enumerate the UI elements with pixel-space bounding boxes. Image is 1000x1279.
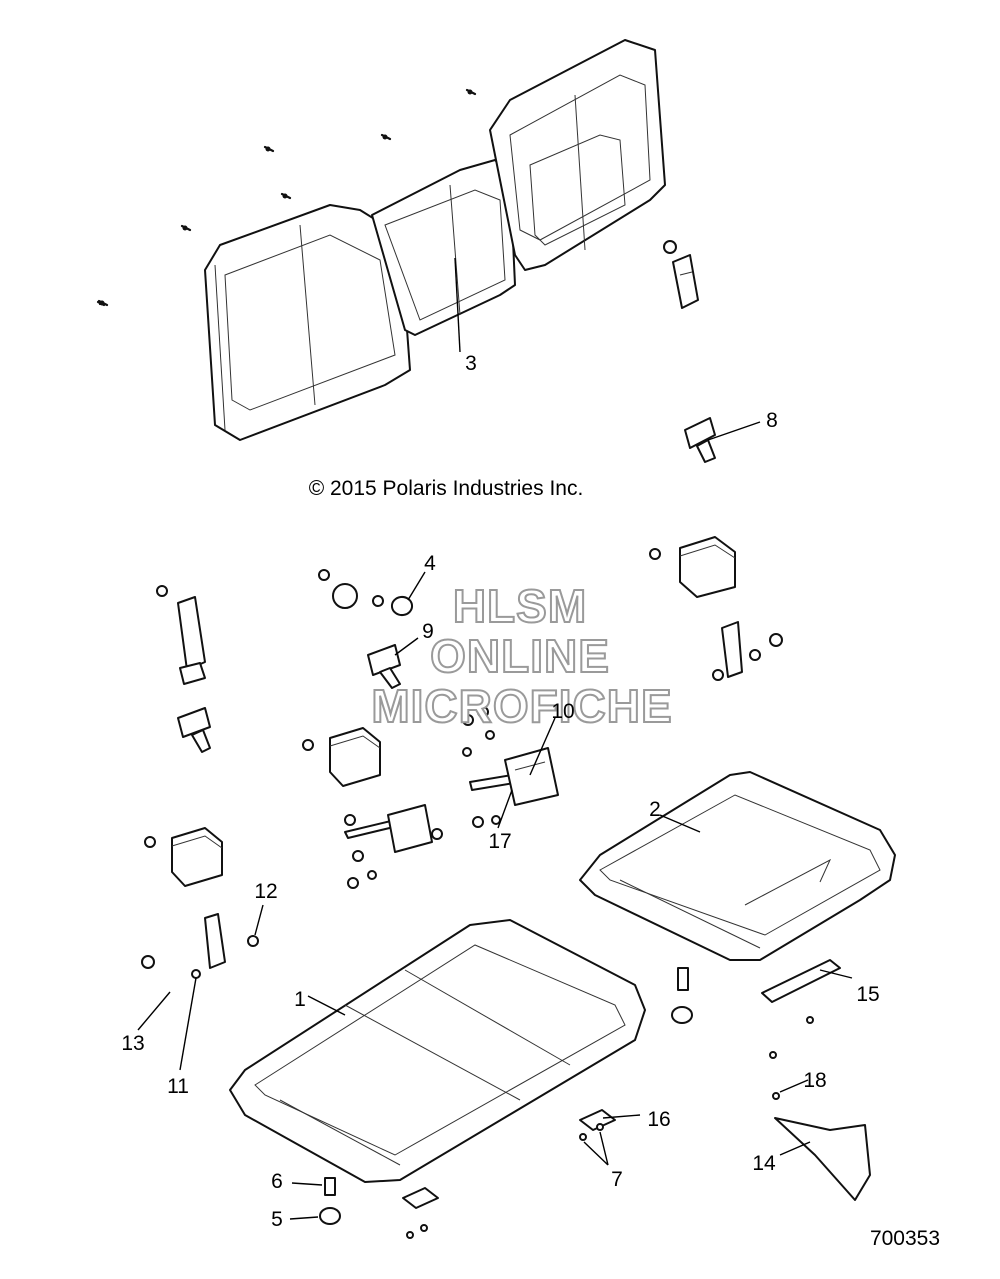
- watermark: HLSM ONLINE MICROFICHE: [370, 579, 672, 733]
- leader-lines: [137, 257, 853, 1220]
- watermark-line-3: MICROFICHE: [371, 680, 672, 732]
- seat-belt-retractor-right: [663, 240, 716, 463]
- callout-labels: 1 2 3 4 5 6 7 8 9 10 11 12 13 14 15 16 1…: [121, 352, 879, 1231]
- callout-15: 15: [856, 983, 879, 1006]
- callout-13: 13: [121, 1032, 144, 1055]
- copyright-notice: © 2015 Polaris Industries Inc.: [309, 477, 584, 500]
- watermark-line-2: ONLINE: [430, 630, 610, 682]
- callout-1: 1: [294, 988, 306, 1011]
- callout-4: 4: [424, 552, 436, 575]
- callout-6: 6: [271, 1170, 283, 1193]
- callout-8: 8: [766, 409, 778, 432]
- callout-14: 14: [752, 1152, 776, 1175]
- callout-12: 12: [254, 880, 277, 903]
- callout-16: 16: [647, 1108, 670, 1131]
- figure-number: 700353: [870, 1227, 940, 1250]
- callout-7: 7: [611, 1168, 623, 1191]
- retractor-assembly-10-17: [462, 706, 559, 828]
- seat-cushion-right: [579, 771, 896, 961]
- callout-2: 2: [649, 798, 661, 821]
- screw-fastener-group: [96, 88, 477, 307]
- callout-9: 9: [422, 620, 434, 643]
- seat-belt-buckle-left: [156, 585, 211, 753]
- seat-back-assembly: [96, 39, 666, 441]
- seat-belt-buckle-center: [318, 569, 414, 689]
- seat-cushion-left: [229, 919, 646, 1183]
- callout-17: 17: [488, 830, 511, 853]
- retractor-box-right: [649, 536, 783, 681]
- callout-5: 5: [271, 1208, 283, 1231]
- retractor-box-left: [141, 827, 259, 979]
- callout-10: 10: [551, 700, 574, 723]
- callout-18: 18: [803, 1069, 826, 1092]
- callout-3: 3: [465, 352, 477, 375]
- callout-11: 11: [167, 1075, 189, 1098]
- watermark-line-1: HLSM: [453, 580, 587, 632]
- retractor-box-center: [302, 727, 443, 889]
